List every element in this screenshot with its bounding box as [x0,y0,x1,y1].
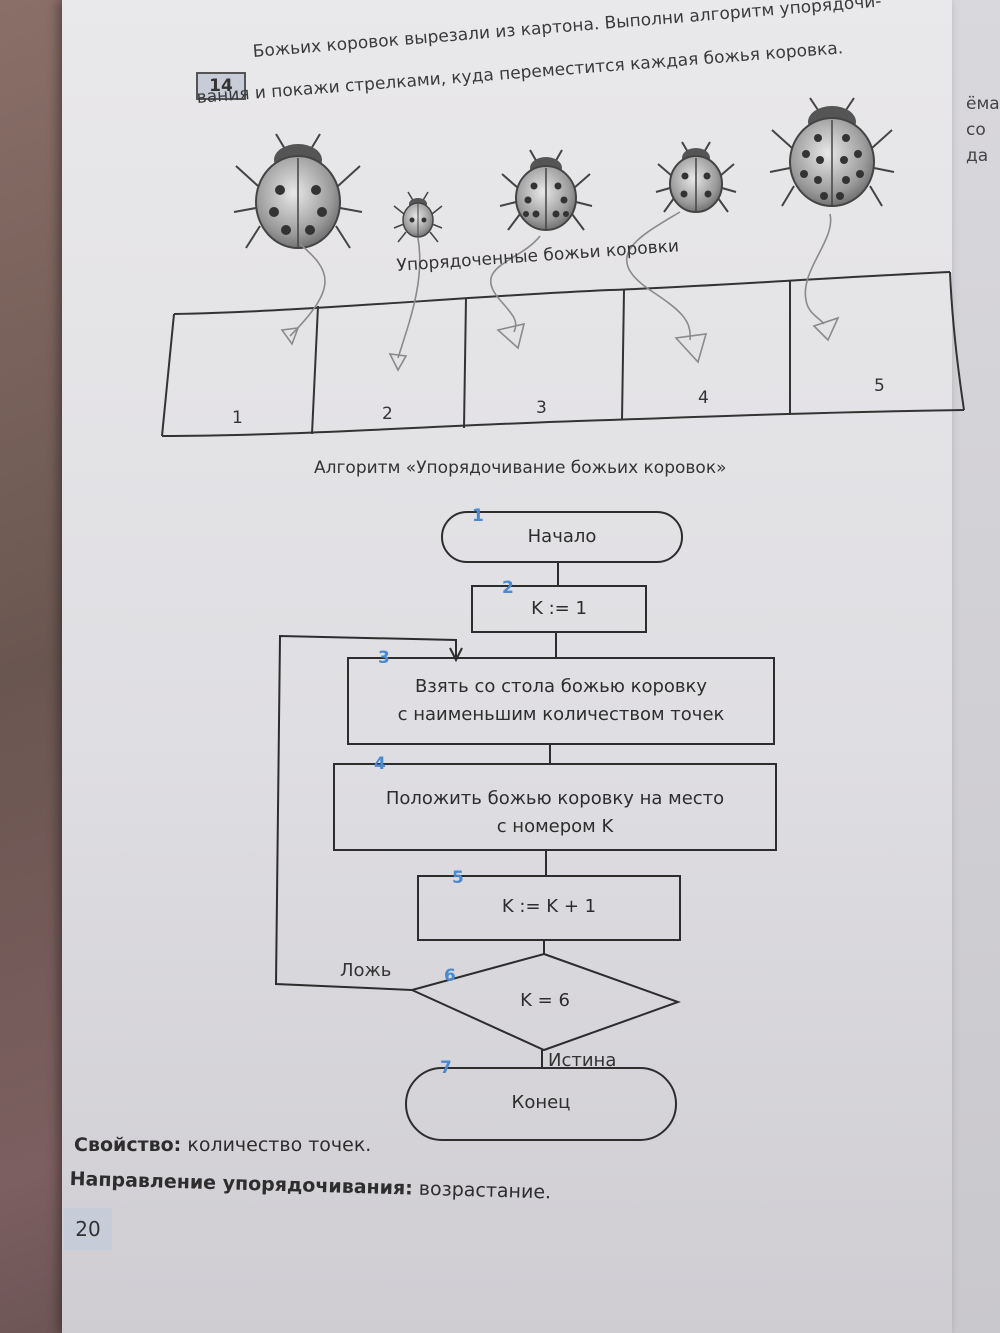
ladybug-image [499,149,593,231]
ladybug-image [233,133,363,249]
ladybug-image [769,97,895,207]
block-number: 2 [502,578,514,598]
assign-label: K := 1 [531,598,587,619]
increment-block [417,875,681,941]
ladybug-image [393,191,443,243]
algorithm-title: Алгоритм «Упорядочивание божьих коровок» [314,458,727,478]
cell-number: 5 [874,376,885,396]
block-number: 1 [472,506,484,526]
start-label: Начало [527,526,597,547]
condition-label: K = 6 [520,990,570,1011]
property-value: количество точек. [187,1134,372,1156]
property-label: Свойство: [74,1134,182,1156]
adjacent-page-text: ёма [966,94,1000,114]
end-label: Конец [511,1092,571,1113]
take-label-line-2: с наименьшим количеством точек [397,704,725,725]
assign-block [471,585,647,633]
ordering-strip [161,271,965,437]
direction-value: возрастание. [418,1177,552,1204]
place-label-line-2: с номером K [496,816,614,837]
block-number: 7 [440,1058,452,1078]
true-branch-label: Истина [548,1050,617,1071]
take-block [347,657,775,745]
end-block [405,1067,677,1141]
page-number: 20 [64,1208,112,1250]
block-number: 4 [374,754,386,774]
cell-number: 3 [536,398,547,418]
adjacent-page-text: со [966,120,986,140]
flowchart [274,511,777,1141]
start-block [441,511,683,563]
workbook-page [62,0,952,1333]
cell-number: 4 [698,388,709,408]
increment-label: K := K + 1 [501,896,597,917]
block-number: 5 [452,868,464,888]
false-branch-label: Ложь [340,960,392,981]
property-line: Свойство: количество точек. [74,1134,371,1156]
task-number: 14 [196,72,246,100]
place-label-line-1: Положить божью коровку на место [385,788,725,809]
condition-block [409,952,681,1052]
block-number: 6 [444,966,456,986]
ladybug-image [655,141,737,213]
cell-number: 2 [382,404,393,424]
adjacent-page-text: да [966,146,989,166]
place-block [333,763,777,851]
block-number: 3 [378,648,390,668]
pencil-arrow [280,211,840,372]
take-label-line-1: Взять со стола божью коровку [414,676,708,697]
cell-number: 1 [232,408,243,428]
